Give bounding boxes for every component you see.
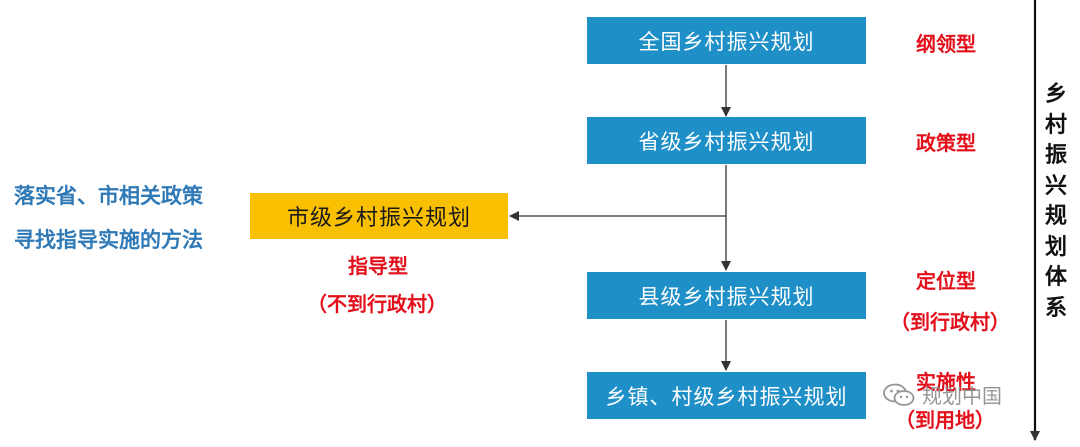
- vertical-title-char: 系: [1044, 295, 1067, 321]
- vertical-title-char: 规: [1044, 204, 1067, 229]
- watermark-text: 规划中国: [922, 384, 1002, 408]
- vertical-title-char: 振: [1044, 143, 1067, 168]
- left-note-line2: 寻找指导实施的方法: [14, 228, 203, 252]
- left-note-line1: 落实省、市相关政策: [14, 184, 203, 208]
- type-provincial: 政策型: [916, 131, 976, 155]
- type-city: 指导型: [348, 254, 408, 278]
- box-city-plan: 市级乡村振兴规划: [250, 193, 508, 239]
- vertical-title: 乡 村 振 兴 规 划 体 系: [1040, 80, 1072, 324]
- box-county-plan: 县级乡村振兴规划: [587, 272, 866, 319]
- wechat-icon: [883, 383, 915, 406]
- vertical-title-char: 兴: [1044, 173, 1067, 199]
- box-national-plan: 全国乡村振兴规划: [587, 17, 866, 64]
- type-township-scope: （到用地）: [895, 408, 995, 432]
- vertical-title-char: 划: [1044, 234, 1067, 260]
- type-township: 实施性: [916, 370, 976, 394]
- type-county: 定位型: [916, 269, 976, 293]
- box-provincial-plan: 省级乡村振兴规划: [587, 117, 866, 164]
- type-national: 纲领型: [916, 32, 976, 56]
- type-city-scope: （不到行政村）: [307, 292, 447, 316]
- vertical-title-char: 体: [1044, 265, 1067, 290]
- type-county-scope: （到行政村）: [890, 310, 1010, 334]
- vertical-title-char: 乡: [1044, 82, 1067, 107]
- left-note: 落实省、市相关政策 寻找指导实施的方法: [14, 174, 203, 262]
- watermark: 规划中国: [882, 380, 1002, 409]
- box-township-plan: 乡镇、村级乡村振兴规划: [587, 372, 866, 419]
- vertical-title-char: 村: [1044, 112, 1067, 138]
